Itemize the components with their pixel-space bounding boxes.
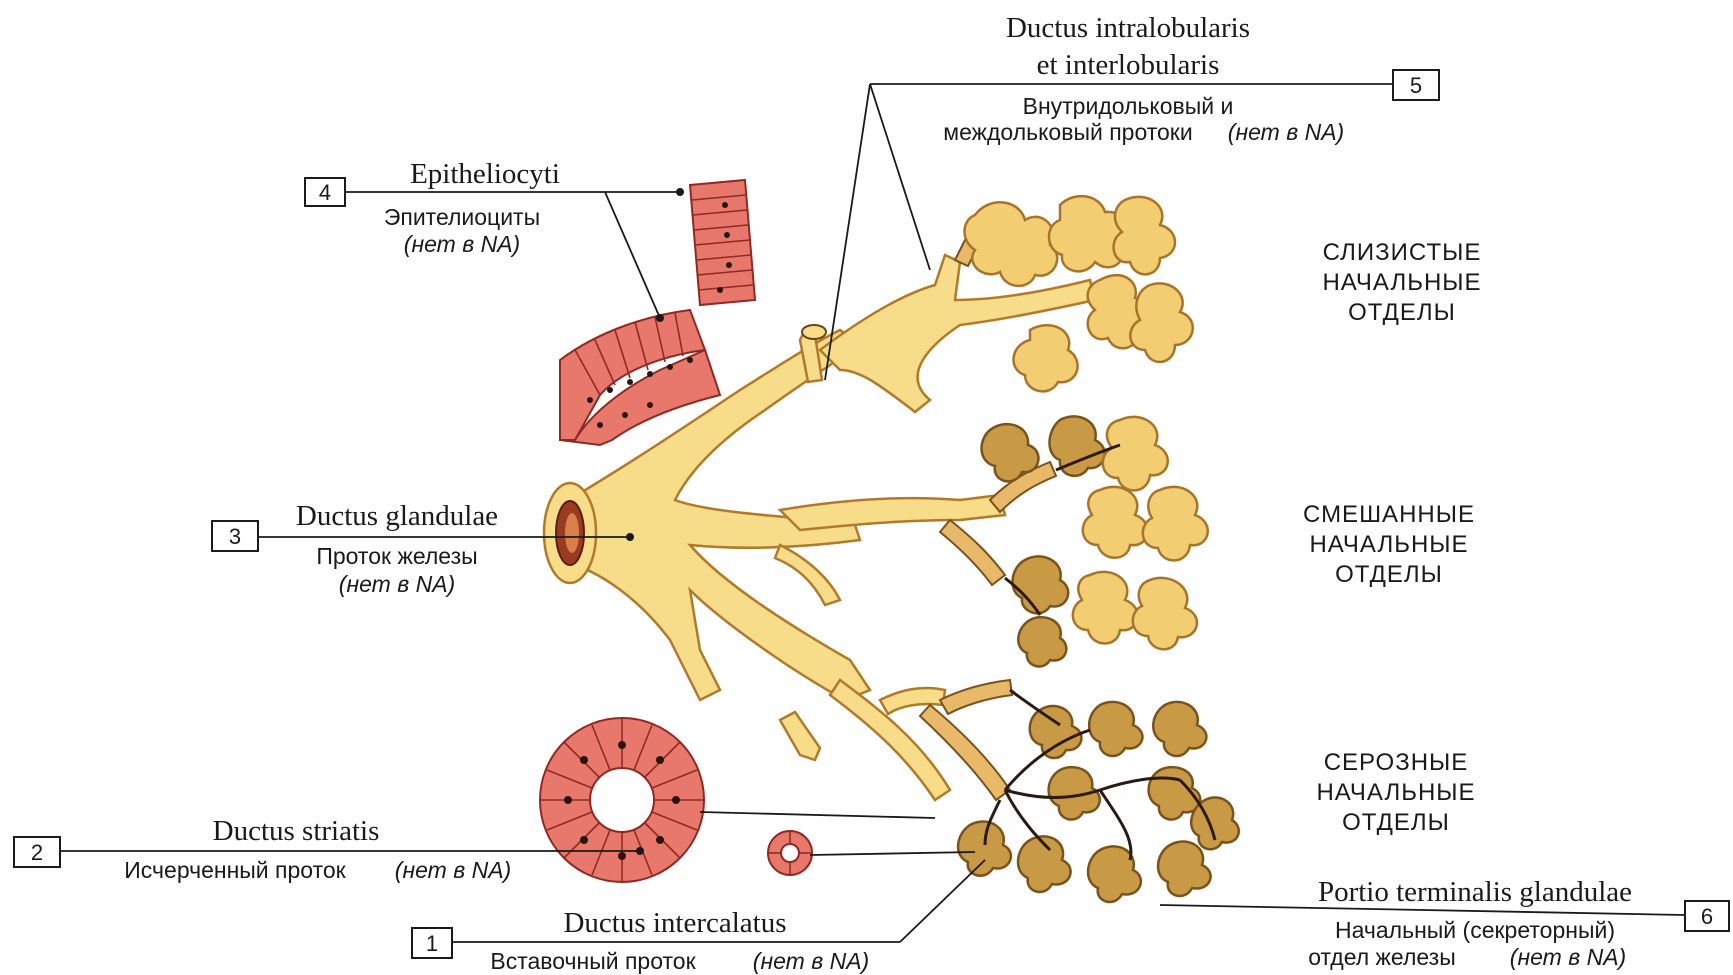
svg-text:Проток железы: Проток железы [316, 543, 477, 569]
label-4: 4 Epitheliocyti Эпителиоциты (нет в NA) [305, 158, 560, 257]
caption-mucous: СЛИЗИСТЫЕ НАЧАЛЬНЫЕ ОТДЕЛЫ [1322, 239, 1481, 326]
label-1: 1 Ductus intercalatus Вставочный проток … [412, 907, 869, 974]
svg-text:5: 5 [1410, 73, 1422, 98]
svg-text:Внутридольковый и: Внутридольковый и [1023, 93, 1234, 119]
svg-text:et interlobularis: et interlobularis [1037, 49, 1220, 81]
svg-text:Вставочный проток: Вставочный проток [490, 948, 696, 974]
svg-text:Portio terminalis glandulae: Portio terminalis glandulae [1318, 876, 1632, 908]
svg-text:Epitheliocyti: Epitheliocyti [410, 158, 560, 190]
svg-text:Исчерченный проток: Исчерченный проток [124, 857, 346, 883]
middle-branch [780, 495, 1005, 530]
svg-text:Ductus intercalatus: Ductus intercalatus [563, 907, 786, 939]
label-2: 2 Ductus striatis Исчерченный проток (не… [14, 815, 511, 883]
svg-text:(нет в NA): (нет в NA) [753, 948, 869, 974]
svg-text:Ductus glandulae: Ductus glandulae [296, 500, 498, 532]
svg-text:ОТДЕЛЫ: ОТДЕЛЫ [1335, 561, 1443, 588]
striated-duct-section [540, 718, 812, 882]
duct-lumen-inner [565, 513, 579, 553]
svg-text:СМЕШАННЫЕ: СМЕШАННЫЕ [1303, 501, 1475, 528]
svg-text:отдел железы: отдел железы [1308, 944, 1456, 970]
svg-text:(нет в NA): (нет в NA) [1510, 944, 1626, 970]
svg-text:3: 3 [229, 524, 241, 549]
svg-text:НАЧАЛЬНЫЕ: НАЧАЛЬНЫЕ [1316, 779, 1475, 806]
svg-text:Эпителиоциты: Эпителиоциты [384, 204, 540, 230]
middle-sub-branch [775, 545, 840, 605]
svg-text:ОТДЕЛЫ: ОТДЕЛЫ [1348, 299, 1456, 326]
svg-text:СЛИЗИСТЫЕ: СЛИЗИСТЫЕ [1323, 239, 1482, 266]
svg-text:Ductus intralobularis: Ductus intralobularis [1006, 12, 1250, 44]
svg-text:2: 2 [31, 840, 43, 865]
svg-text:Начальный (секреторный): Начальный (секреторный) [1335, 917, 1615, 943]
svg-text:НАЧАЛЬНЫЕ: НАЧАЛЬНЫЕ [1309, 531, 1468, 558]
svg-text:НАЧАЛЬНЫЕ: НАЧАЛЬНЫЕ [1322, 269, 1481, 296]
svg-text:междольковый протоки: междольковый протоки [943, 119, 1192, 145]
svg-text:1: 1 [426, 931, 438, 956]
svg-text:СЕРОЗНЫЕ: СЕРОЗНЫЕ [1324, 749, 1469, 776]
svg-text:(нет в NA): (нет в NA) [1228, 119, 1344, 145]
svg-text:6: 6 [1701, 904, 1713, 929]
svg-text:(нет в NA): (нет в NA) [395, 857, 511, 883]
svg-text:(нет в NA): (нет в NA) [404, 231, 520, 257]
svg-text:ОТДЕЛЫ: ОТДЕЛЫ [1342, 809, 1450, 836]
lower-stub [780, 712, 820, 760]
caption-mixed: СМЕШАННЫЕ НАЧАЛЬНЫЕ ОТДЕЛЫ [1303, 501, 1475, 588]
svg-text:4: 4 [319, 180, 331, 205]
caption-serous: СЕРОЗНЫЕ НАЧАЛЬНЫЕ ОТДЕЛЫ [1316, 749, 1475, 836]
svg-text:Ductus striatis: Ductus striatis [213, 815, 380, 847]
label-5: 5 Ductus intralobularis et interlobulari… [943, 12, 1439, 145]
label-6: 6 Portio terminalis glandulae Начальный … [1308, 876, 1729, 970]
stub-opening [802, 325, 826, 339]
svg-text:(нет в NA): (нет в NA) [339, 571, 455, 597]
label-3: 3 Ductus glandulae Проток железы (нет в … [212, 500, 498, 597]
